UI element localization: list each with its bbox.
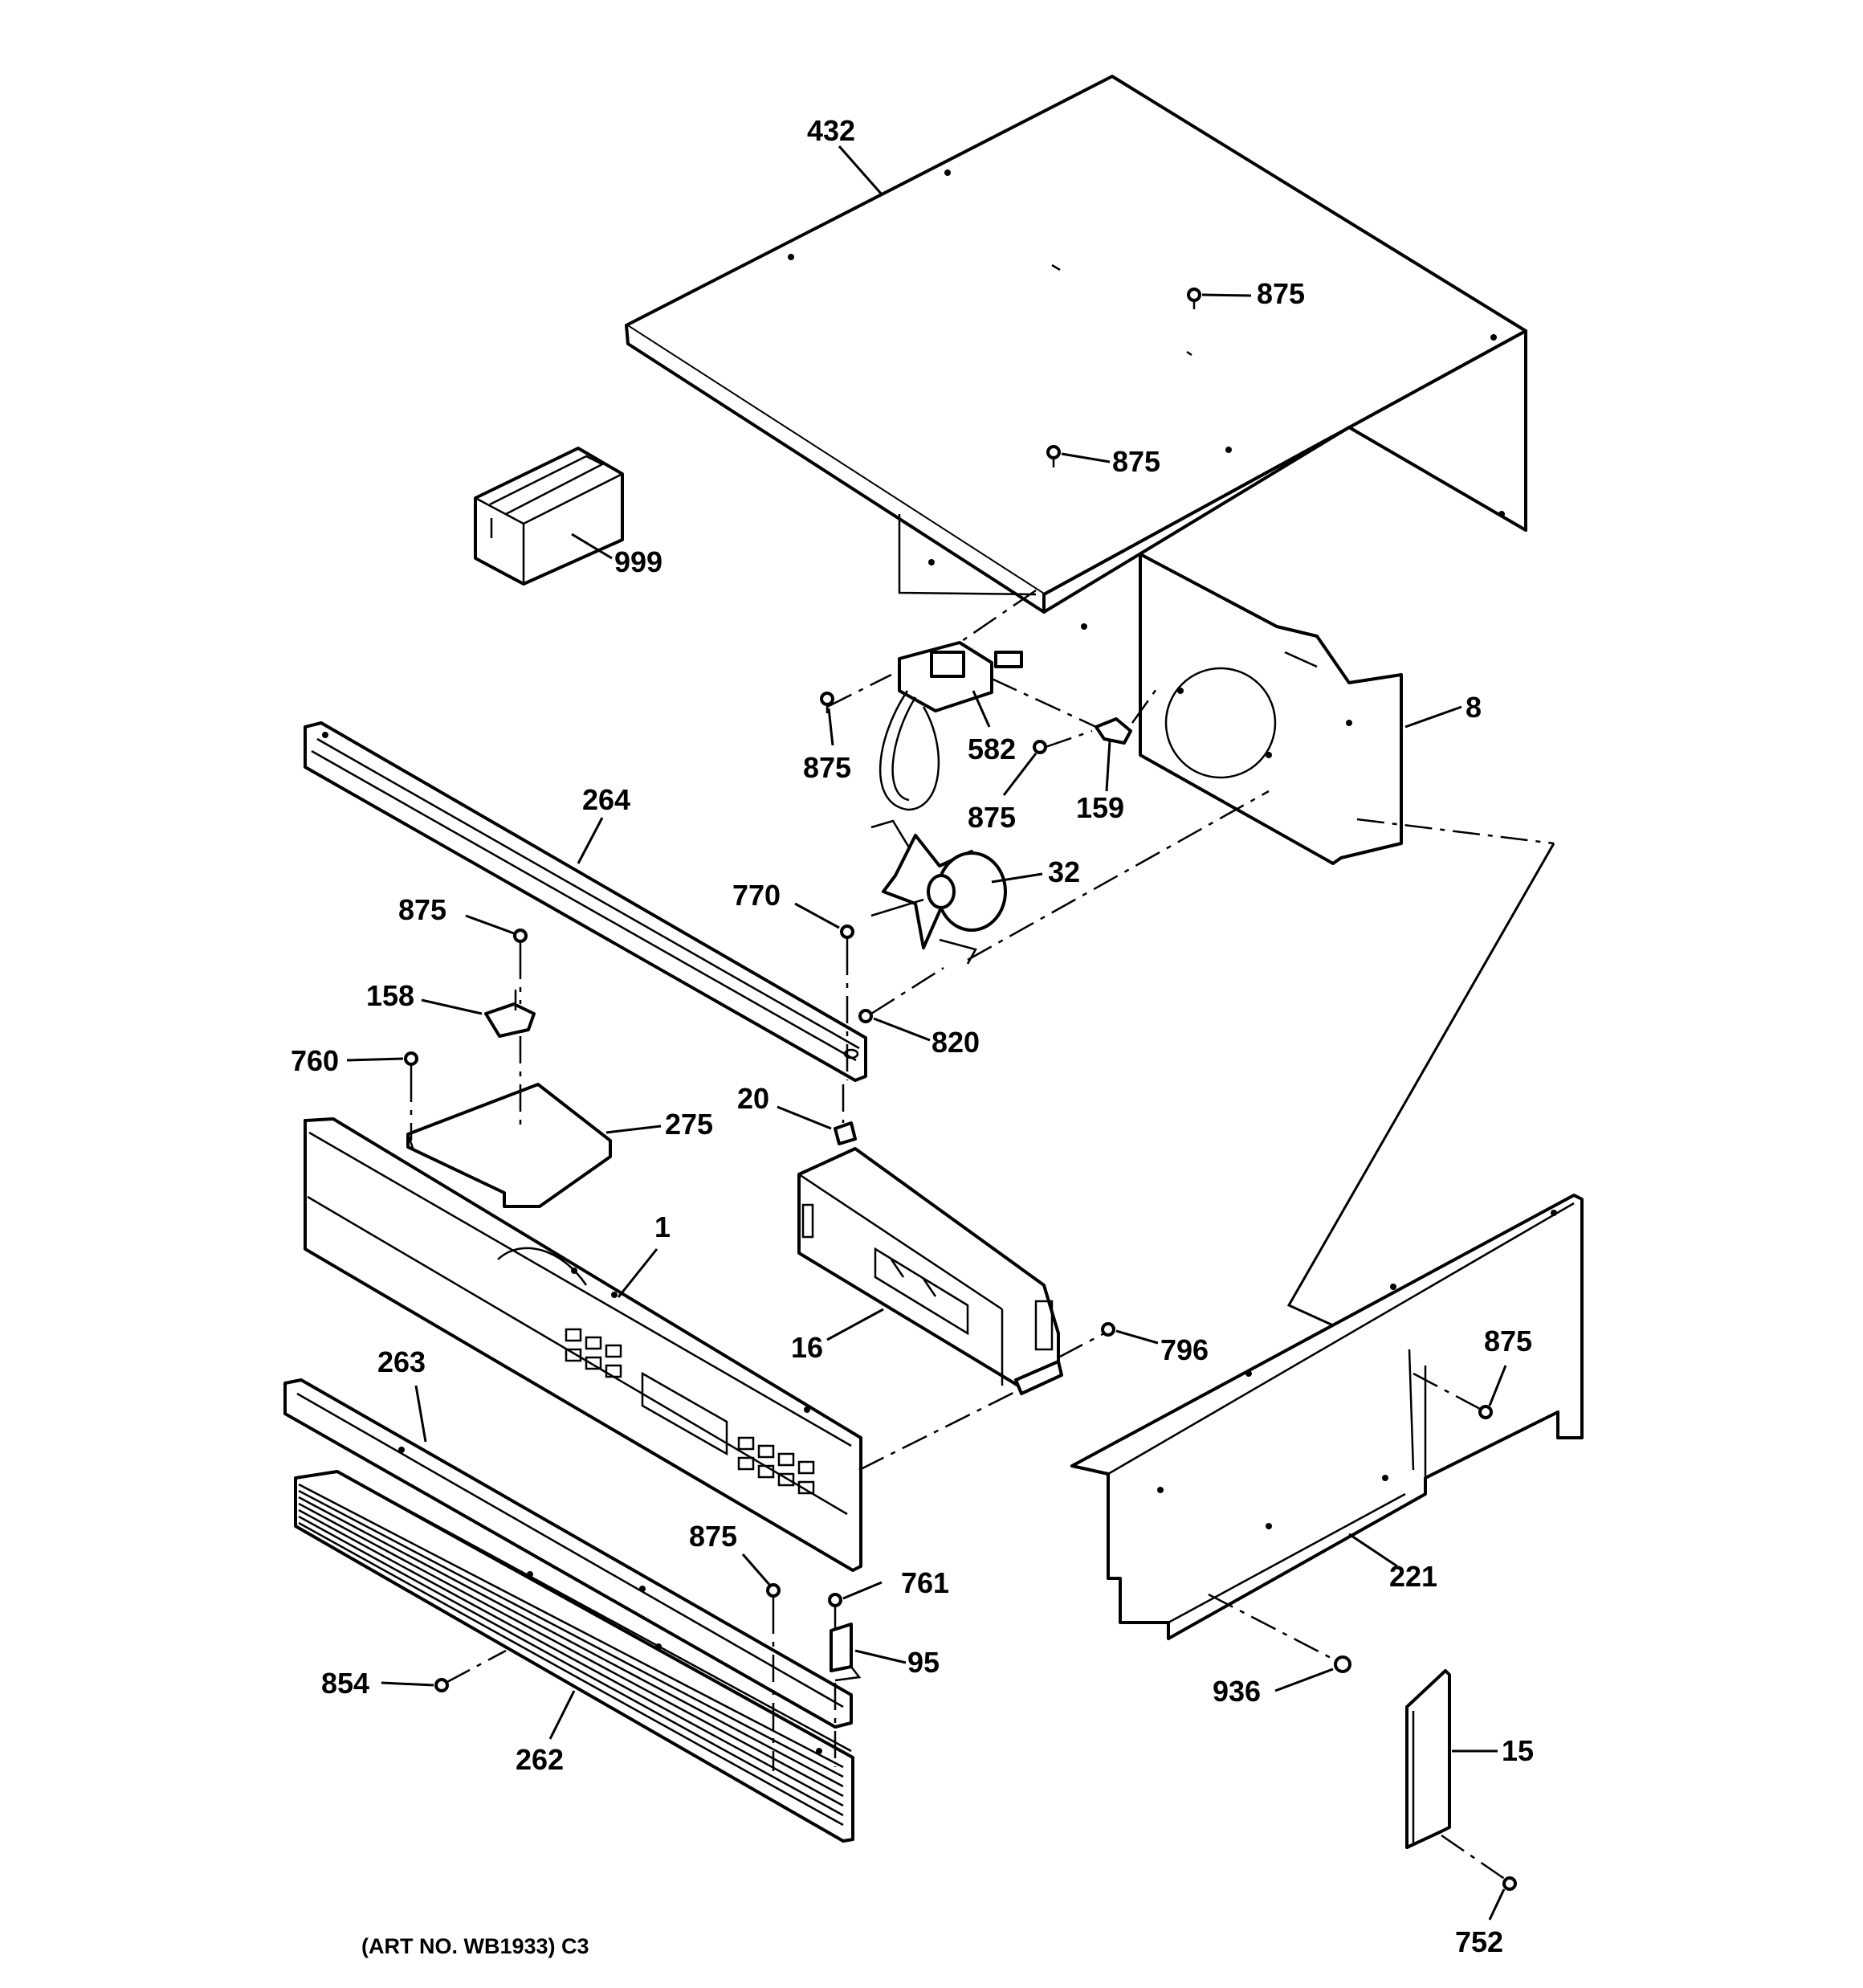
callout-221: 221 bbox=[1389, 1560, 1437, 1593]
top-trim-264 bbox=[304, 721, 867, 1082]
callout-875-bottom: 875 bbox=[689, 1520, 737, 1553]
screw-854 bbox=[434, 1678, 449, 1692]
keypad-left bbox=[565, 1328, 622, 1378]
callout-875-top-b: 875 bbox=[1112, 445, 1160, 478]
transformer-582 bbox=[879, 641, 1023, 811]
bracket-95 bbox=[830, 1623, 862, 1682]
fan-bracket-8 bbox=[1081, 553, 1403, 865]
callout-875-bracket-left: 875 bbox=[803, 751, 851, 784]
callout-760: 760 bbox=[291, 1044, 339, 1077]
vent-grille-262 bbox=[294, 1470, 854, 1843]
lower-trim-263 bbox=[283, 1378, 853, 1729]
thermostat-158 bbox=[484, 990, 536, 1038]
nut-936 bbox=[1334, 1655, 1351, 1673]
callout-1: 1 bbox=[654, 1210, 671, 1243]
callout-582: 582 bbox=[968, 733, 1016, 765]
side-panel-221 bbox=[1070, 1194, 1584, 1640]
callout-264: 264 bbox=[582, 783, 630, 816]
electronic-control-16 bbox=[797, 1147, 1063, 1395]
screw-796 bbox=[1101, 1322, 1115, 1337]
callout-999: 999 bbox=[614, 545, 662, 578]
screw-752 bbox=[1502, 1876, 1517, 1891]
screw-875-bottom bbox=[766, 1583, 781, 1606]
callout-936: 936 bbox=[1213, 1675, 1261, 1708]
callout-820: 820 bbox=[932, 1026, 980, 1059]
screw-875-top-a bbox=[1187, 288, 1201, 309]
clip-20 bbox=[834, 1121, 857, 1145]
keypad-right bbox=[737, 1436, 815, 1495]
callout-770: 770 bbox=[732, 879, 781, 912]
callout-263: 263 bbox=[377, 1345, 426, 1378]
callout-796: 796 bbox=[1160, 1333, 1209, 1366]
callout-16: 16 bbox=[791, 1331, 823, 1364]
switch-159 bbox=[1095, 717, 1132, 745]
callout-159: 159 bbox=[1076, 791, 1124, 824]
callout-761: 761 bbox=[901, 1566, 949, 1599]
screw-875-right bbox=[1478, 1405, 1493, 1419]
callout-8: 8 bbox=[1466, 691, 1482, 724]
leader-lines bbox=[346, 145, 1507, 1921]
fan-motor-32 bbox=[870, 819, 1007, 965]
parts-box-999 bbox=[474, 447, 624, 586]
callout-432: 432 bbox=[807, 114, 855, 147]
screw-760 bbox=[404, 1051, 418, 1075]
callout-95: 95 bbox=[907, 1646, 940, 1679]
callout-20: 20 bbox=[737, 1082, 769, 1115]
screw-770 bbox=[840, 925, 854, 948]
screw-875-bracket-left bbox=[820, 692, 834, 713]
screw-875-left bbox=[513, 929, 528, 952]
callout-854: 854 bbox=[321, 1667, 369, 1700]
callout-752: 752 bbox=[1455, 1925, 1503, 1958]
top-panel-432 bbox=[625, 75, 1527, 614]
callout-875-top-a: 875 bbox=[1257, 277, 1305, 310]
screw-875-bracket-right bbox=[1033, 740, 1047, 754]
callout-875-right: 875 bbox=[1484, 1325, 1532, 1357]
screw-875-top-b bbox=[1046, 445, 1061, 467]
callout-labels: 432 875 875 999 8 582 875 875 159 264 32… bbox=[291, 114, 1534, 1958]
screw-820 bbox=[858, 1009, 873, 1023]
callout-262: 262 bbox=[516, 1743, 564, 1776]
art-number: (ART NO. WB1933) C3 bbox=[361, 1934, 589, 1958]
screw-761 bbox=[828, 1593, 842, 1616]
callout-875-left: 875 bbox=[398, 893, 446, 926]
bracket-275 bbox=[406, 1083, 612, 1208]
callout-32: 32 bbox=[1048, 855, 1080, 888]
callout-158: 158 bbox=[366, 979, 414, 1012]
assembly-lines bbox=[410, 589, 1555, 1881]
callout-275: 275 bbox=[665, 1108, 713, 1141]
control-panel-1 bbox=[304, 1117, 862, 1572]
side-trim-15 bbox=[1405, 1669, 1451, 1849]
callout-875-bracket-right: 875 bbox=[968, 801, 1016, 834]
callout-15: 15 bbox=[1502, 1734, 1534, 1767]
